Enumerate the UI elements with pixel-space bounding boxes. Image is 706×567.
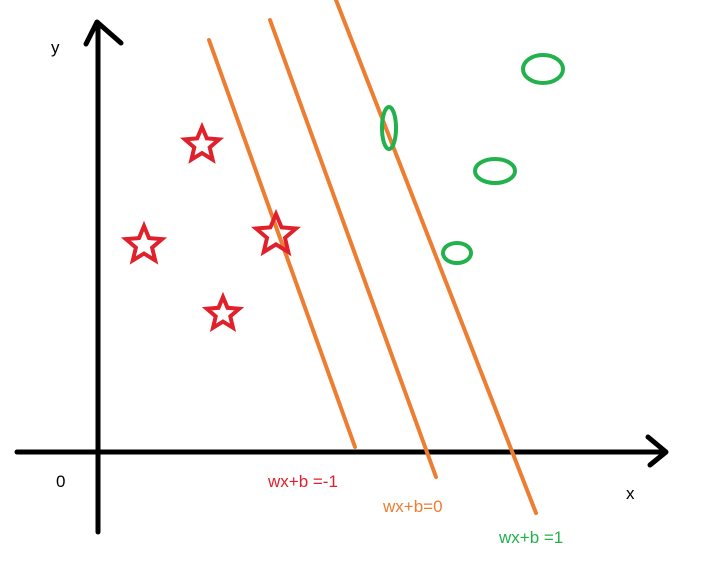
decision-boundary-line: [268, 18, 438, 479]
negative-point-star-icon: [179, 121, 225, 164]
positive-point: [473, 157, 517, 185]
negative-point-star-icon: [201, 291, 245, 333]
positive-point: [441, 241, 473, 265]
negative-point-star-icon: [251, 208, 301, 257]
separating-lines: [207, 0, 538, 515]
axes: [14, 19, 669, 535]
x-axis-label: x: [626, 484, 635, 503]
positive-class-points: [380, 53, 565, 265]
negative-point-star-icon: [120, 220, 168, 265]
positive-point: [380, 105, 398, 151]
origin-label: 0: [56, 472, 65, 491]
negative-class-points: [120, 121, 301, 333]
negative-margin-line: [207, 38, 357, 449]
y-axis-arrowhead: [83, 19, 124, 47]
y-axis-label: y: [51, 38, 60, 57]
negative-margin-label: wx+b =-1: [267, 472, 338, 491]
x-axis-arrowhead: [645, 434, 669, 468]
positive-point: [521, 53, 565, 85]
decision-boundary-label: wx+b=0: [382, 497, 443, 516]
positive-margin-label: wx+b =1: [498, 528, 563, 547]
positive-margin-line: [334, 0, 538, 515]
